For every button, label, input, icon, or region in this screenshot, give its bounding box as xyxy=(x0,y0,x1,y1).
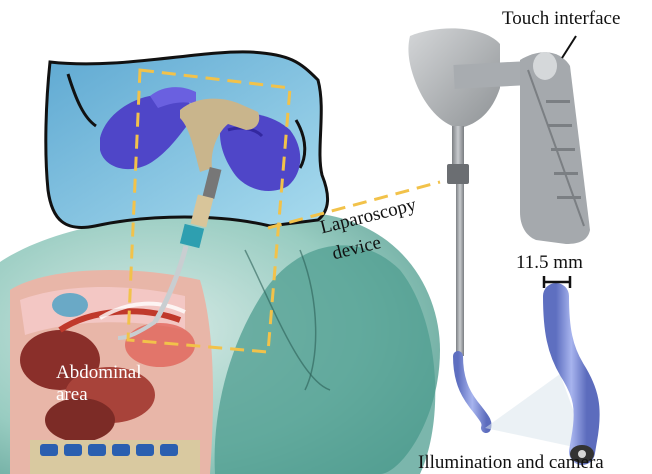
label-diameter: 11.5 mm xyxy=(516,252,583,273)
label-illumination-camera: Illumination and camera xyxy=(418,452,604,473)
label-abdominal-line1: Abdominal xyxy=(56,362,142,383)
label-abdominal-line2: area xyxy=(56,384,88,405)
label-touch-interface: Touch interface xyxy=(502,8,620,29)
touch-interface-pointer xyxy=(562,36,576,58)
